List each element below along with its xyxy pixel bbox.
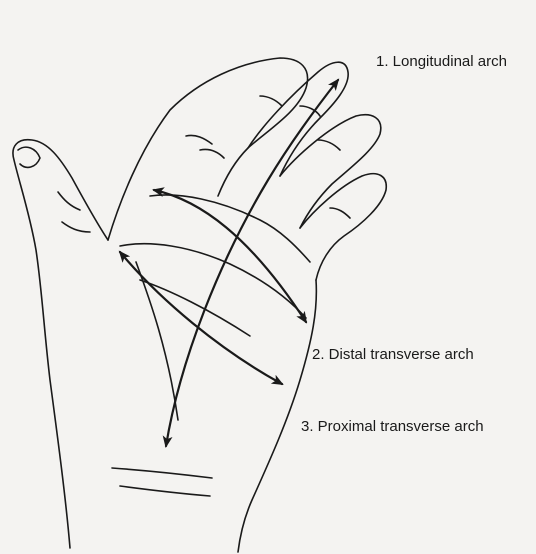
proximal-transverse-arch-label: 3. Proximal transverse arch <box>301 418 484 435</box>
distal-transverse-arch-label: 2. Distal transverse arch <box>312 346 474 363</box>
distal-transverse-arch-arrow <box>154 190 306 322</box>
hand-outline <box>13 58 386 552</box>
longitudinal-arch-label: 1. Longitudinal arch <box>376 53 507 70</box>
